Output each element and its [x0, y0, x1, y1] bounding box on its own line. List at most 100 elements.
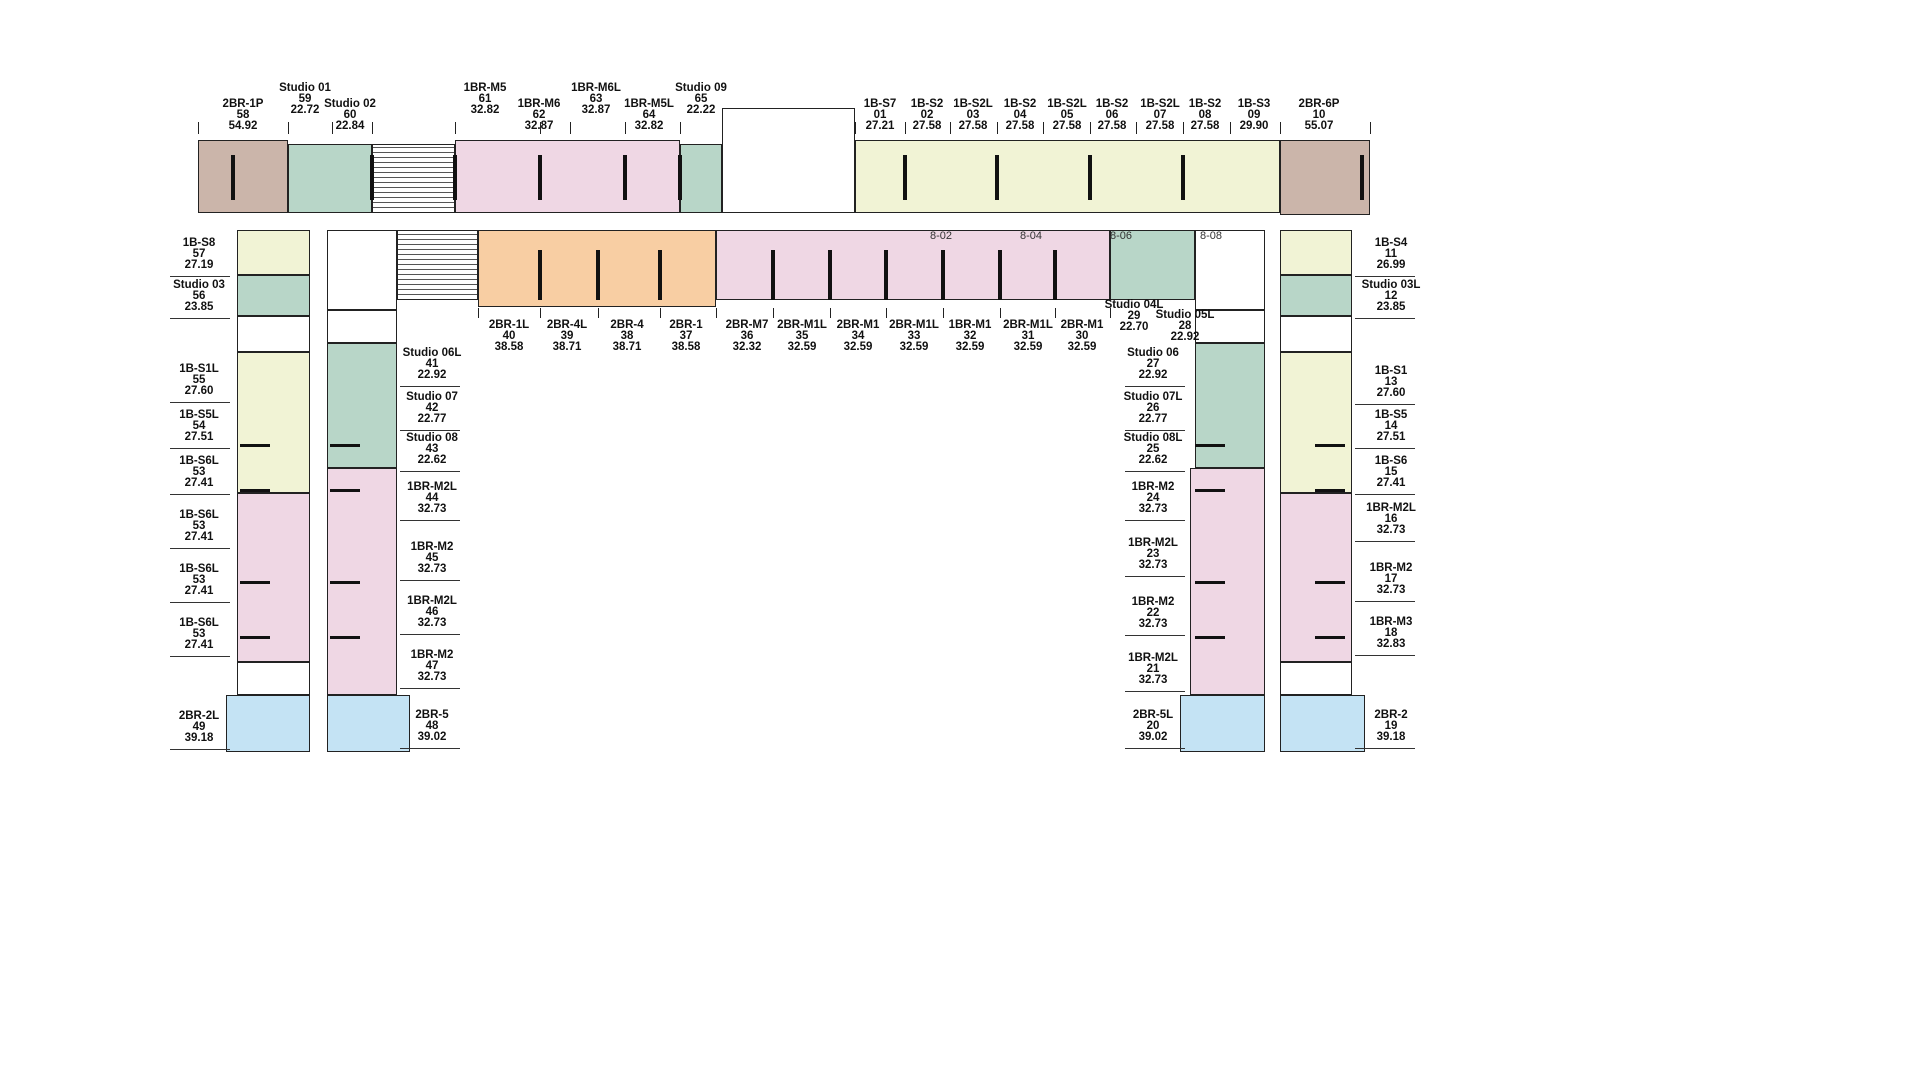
- party-wall: [678, 155, 682, 200]
- unit-no: 29: [1127, 310, 1141, 322]
- party-wall: [231, 155, 235, 200]
- unit-area: 26.99: [1376, 259, 1406, 271]
- label-divider: [1355, 404, 1415, 405]
- unit-area: 32.87: [524, 120, 554, 132]
- unit-no: 58: [236, 109, 250, 121]
- label-divider: [1125, 576, 1185, 577]
- leader-tick: [1230, 122, 1231, 134]
- unit-type: 1BR-M2L: [1366, 502, 1416, 514]
- terrace-mid: [397, 230, 478, 300]
- leader-tick: [1090, 122, 1091, 134]
- leader-tick: [288, 122, 289, 134]
- party-wall: [330, 489, 360, 492]
- unit-type: 2BR-1P: [222, 98, 264, 110]
- unit-type: Studio 06: [1127, 347, 1179, 359]
- party-wall: [370, 155, 374, 200]
- label-divider: [1355, 494, 1415, 495]
- lift-right: [1195, 310, 1265, 343]
- unit-area: 22.84: [335, 120, 365, 132]
- leader-tick: [1183, 122, 1184, 134]
- leader-tick: [1370, 122, 1371, 134]
- unit-no: 48: [425, 720, 439, 732]
- unit-57: [237, 230, 310, 275]
- unit-type: 1B-S6L: [179, 509, 219, 521]
- units-28-29: [1110, 230, 1195, 300]
- unit-type: Studio 05L: [1155, 309, 1215, 321]
- party-wall: [1315, 581, 1345, 584]
- lift-left: [327, 310, 397, 343]
- label-divider: [400, 430, 460, 431]
- unit-area: 27.41: [184, 585, 214, 597]
- party-wall: [1195, 489, 1225, 492]
- label-divider: [170, 494, 230, 495]
- unit-type: 2BR-1: [669, 319, 703, 331]
- unit-area: 22.92: [417, 369, 447, 381]
